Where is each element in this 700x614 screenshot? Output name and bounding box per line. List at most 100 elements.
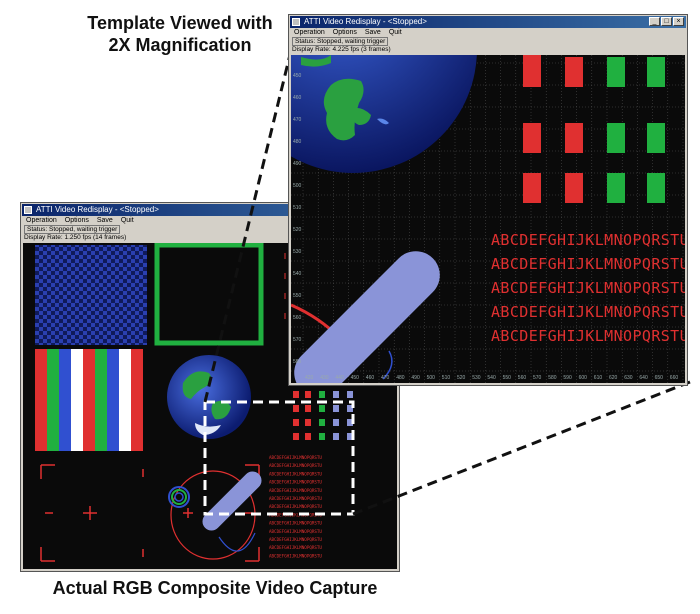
menu-bar: Operation Options Save Quit [290, 28, 686, 38]
column-label: 510 [442, 375, 451, 381]
row-label: 570 [293, 337, 302, 343]
letter-row-small: ABCDEFGHIJKLMNOPQRSTU [269, 480, 322, 485]
column-label: 590 [563, 375, 572, 381]
row-label: 550 [293, 293, 302, 299]
green-frame [154, 243, 264, 346]
row-label: 480 [293, 139, 302, 145]
magnified-window-title: ATTI Video Redisplay - <Stopped> [304, 17, 427, 26]
display-rate: Display Rate: 1.250 fps (14 frames) [24, 234, 127, 241]
color-square [607, 57, 625, 87]
earth-globe-large [291, 55, 477, 173]
maximize-icon[interactable]: □ [661, 17, 672, 26]
column-label: 450 [351, 375, 360, 381]
column-label: 550 [503, 375, 512, 381]
letter-row: ABCDEFGHIJKLMNOPQRSTU [491, 255, 685, 273]
color-square [523, 55, 541, 59]
column-label: 560 [518, 375, 527, 381]
red-crosshair-grid [40, 464, 260, 562]
column-label: 650 [655, 375, 664, 381]
color-square [565, 173, 583, 203]
color-square [523, 123, 541, 153]
blue-arc [218, 532, 256, 552]
row-label: 470 [293, 117, 302, 123]
row-label: 580 [293, 359, 302, 365]
magnified-test-pattern: ABCDEFGHIJKLMNOPQRSTU ABCDEFGHIJKLMNOPQRS… [291, 55, 685, 383]
connector-line-top [203, 21, 300, 403]
color-square [607, 123, 625, 153]
column-label: 600 [579, 375, 588, 381]
red-letter-rows-small: ABCDEFGHIJKLMNOPQRSTU ABCDEFGHIJKLMNOPQRS… [269, 455, 322, 558]
color-bars [35, 349, 143, 451]
column-label: 570 [533, 375, 542, 381]
letter-row-small: ABCDEFGHIJKLMNOPQRSTU [269, 521, 322, 526]
row-label: 450 [293, 73, 302, 79]
square-grid-large [523, 55, 665, 203]
letter-row-small: ABCDEFGHIJKLMNOPQRSTU [269, 529, 322, 534]
letter-row-small: ABCDEFGHIJKLMNOPQRSTU [269, 504, 322, 509]
color-square [523, 57, 541, 87]
magnified-title-bar[interactable]: ATTI Video Redisplay - <Stopped> _ □ × [290, 16, 686, 28]
connector-line-bottom [352, 380, 691, 516]
menu-operation[interactable]: Operation [294, 29, 325, 36]
row-label: 520 [293, 227, 302, 233]
letter-row-small: ABCDEFGHIJKLMNOPQRSTU [269, 545, 322, 550]
menu-options[interactable]: Options [64, 217, 89, 224]
color-square [607, 173, 625, 203]
letter-row-small: ABCDEFGHIJKLMNOPQRSTU [269, 512, 322, 517]
letter-row: ABCDEFGHIJKLMNOPQRSTU [491, 303, 685, 321]
column-label: 530 [472, 375, 481, 381]
close-icon[interactable]: × [673, 17, 684, 26]
row-label: 540 [293, 271, 302, 277]
menu-save[interactable]: Save [96, 217, 113, 224]
column-label: 580 [548, 375, 557, 381]
letter-row: ABCDEFGHIJKLMNOPQRSTU [491, 327, 685, 345]
color-square [523, 173, 541, 203]
zoom-region-box [203, 400, 355, 516]
letter-row-small: ABCDEFGHIJKLMNOPQRSTU [269, 463, 322, 468]
menu-operation[interactable]: Operation [26, 217, 57, 224]
status-text: Status: Stopped, waiting trigger [24, 225, 121, 234]
app-icon [24, 206, 32, 214]
display-rate: Display Rate: 4.225 fps (3 frames) [292, 46, 391, 53]
menu-quit[interactable]: Quit [120, 217, 134, 224]
menu-quit[interactable]: Quit [388, 29, 402, 36]
window-title: ATTI Video Redisplay - <Stopped> [36, 205, 159, 214]
letter-row-small: ABCDEFGHIJKLMNOPQRSTU [269, 455, 322, 460]
letter-row-small: ABCDEFGHIJKLMNOPQRSTU [269, 553, 322, 558]
column-label: 430 [320, 375, 329, 381]
lavender-capsule-large [294, 251, 440, 383]
column-label: 470 [381, 375, 390, 381]
row-label: 530 [293, 249, 302, 255]
letter-row-small: ABCDEFGHIJKLMNOPQRSTU [269, 471, 322, 476]
row-label: 500 [293, 183, 302, 189]
lavender-capsule [202, 471, 262, 531]
column-label: 610 [594, 375, 603, 381]
row-label: 560 [293, 315, 302, 321]
earth-globe-small [167, 355, 251, 439]
column-label: 660 [670, 375, 679, 381]
capture-caption: Actual RGB Composite Video Capture [52, 578, 378, 598]
magnified-window: ATTI Video Redisplay - <Stopped> _ □ × O… [288, 14, 688, 386]
menu-options[interactable]: Options [332, 29, 357, 36]
target-rings [168, 486, 190, 508]
column-label: 540 [487, 375, 496, 381]
column-label: 440 [335, 375, 344, 381]
menu-save[interactable]: Save [364, 29, 381, 36]
column-label: 480 [396, 375, 405, 381]
status-line: Status: Stopped, waiting trigger [292, 37, 389, 46]
status-text: Status: Stopped, waiting trigger [292, 37, 389, 46]
column-label: 520 [457, 375, 466, 381]
row-label: 490 [293, 161, 302, 167]
composite-test-pattern: ABCDEFGHIJKLMNOPQRSTU ABCDEFGHIJKLMNOPQRS… [35, 243, 353, 562]
row-label: 460 [293, 95, 302, 101]
letter-row: ABCDEFGHIJKLMNOPQRSTU [491, 231, 685, 249]
minimize-icon[interactable]: _ [649, 17, 660, 26]
row-label: 510 [293, 205, 302, 211]
row-axis-labels: 450 460 470 480 490 500 510 520 530 540 550 560 570 5… [293, 73, 302, 365]
menu-bar: Operation Options Save Quit [22, 216, 398, 226]
app-icon [292, 18, 300, 26]
letter-row-small: ABCDEFGHIJKLMNOPQRSTU [269, 496, 322, 501]
